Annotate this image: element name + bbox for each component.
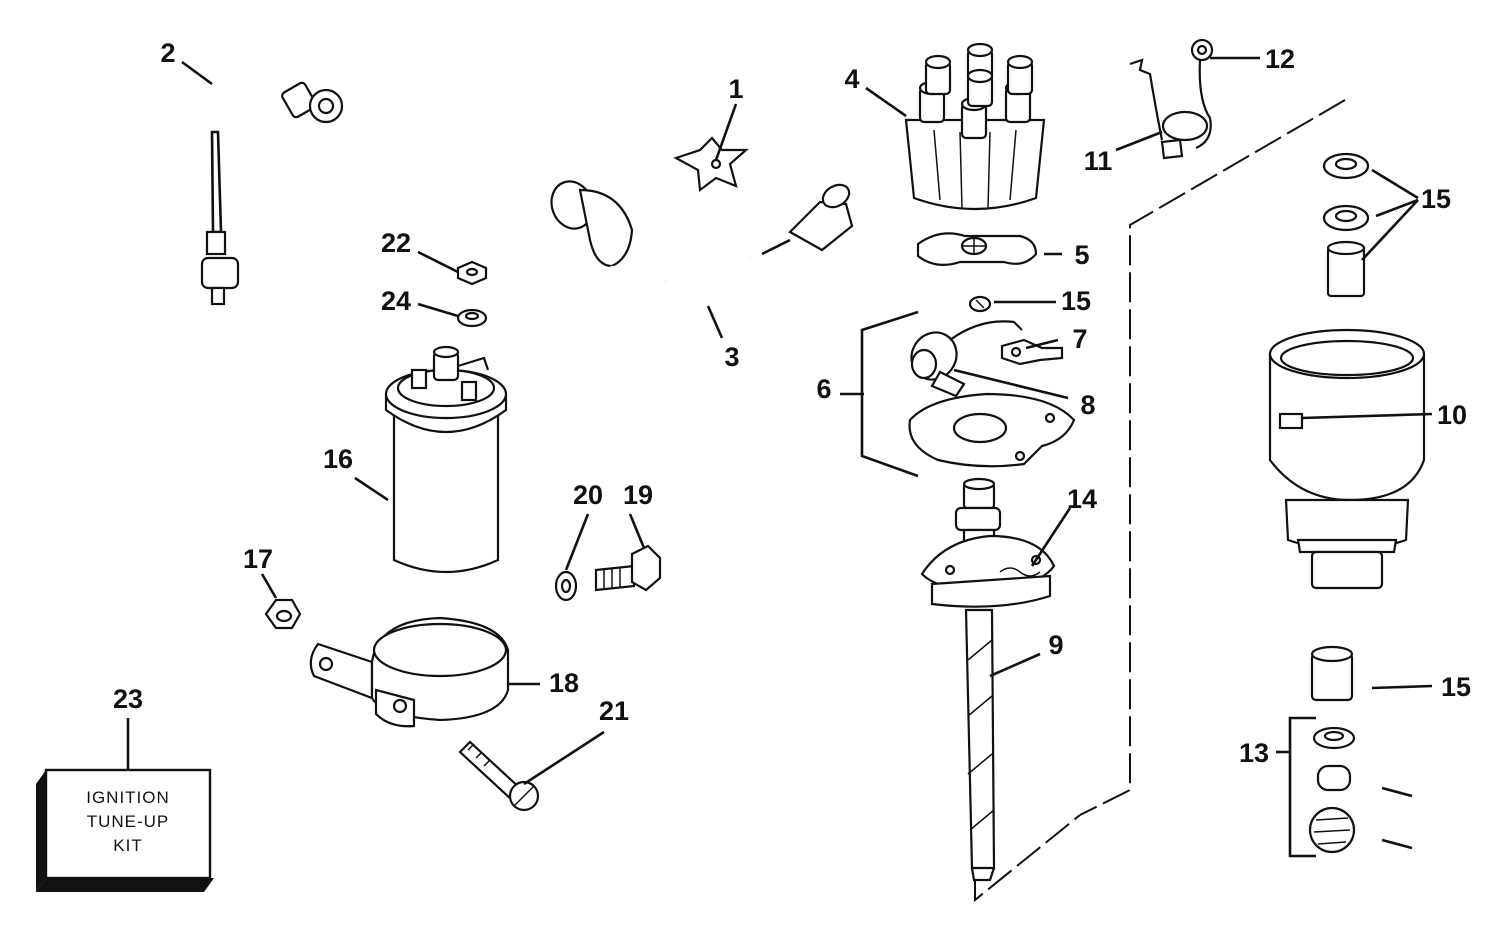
part-18-coil-bracket	[309, 616, 510, 728]
kit-label-line2: TUNE-UP	[87, 812, 170, 831]
part-5-rotor	[916, 232, 1038, 267]
part-3-spark-plug-wire	[550, 180, 854, 311]
part-16-ignition-coil	[384, 345, 508, 574]
part-10-distributor-housing	[1268, 328, 1426, 590]
part-23-tune-up-kit-box: IGNITION TUNE-UP KIT	[36, 768, 214, 892]
callout-9: 9	[1048, 630, 1063, 660]
part-9-14-distributor-shaft	[920, 477, 1056, 882]
shaft-dash-line	[974, 814, 1081, 903]
callout-1: 1	[728, 74, 743, 104]
callout-17: 17	[243, 544, 273, 574]
callout-15-rotor: 15	[1061, 286, 1091, 316]
part-8-condenser	[910, 320, 1023, 398]
part-24-lock-washer	[456, 308, 488, 328]
callout-16: 16	[323, 444, 353, 474]
leader-lines	[126, 56, 1433, 786]
part-6-bracket	[860, 310, 919, 478]
callout-24: 24	[381, 286, 411, 316]
callout-15-lower: 15	[1441, 672, 1471, 702]
callout-14: 14	[1067, 484, 1097, 514]
callout-2: 2	[160, 38, 175, 68]
callout-22: 22	[381, 228, 411, 258]
part-1-spring-clip	[673, 136, 749, 193]
kit-label-line3: KIT	[113, 836, 142, 855]
callout-7: 7	[1072, 324, 1087, 354]
part-15-clip	[968, 295, 992, 313]
part-13-gear-kit	[1288, 716, 1413, 858]
part-20-washer	[554, 570, 578, 602]
part-17-nut	[264, 598, 302, 630]
part-2-coil-lead	[200, 67, 344, 306]
callout-18: 18	[549, 668, 579, 698]
callout-8: 8	[1080, 390, 1095, 420]
callout-4: 4	[844, 64, 859, 94]
part-22-nut	[456, 260, 488, 286]
part-15-spacer-lower	[1310, 645, 1354, 702]
callout-6: 6	[816, 374, 831, 404]
callout-21: 21	[599, 696, 629, 726]
callout-19: 19	[623, 480, 653, 510]
part-21-screw	[458, 740, 540, 812]
part-7-breaker-points	[1000, 338, 1064, 366]
part-19-bolt	[594, 544, 662, 592]
assembly-dash-line	[1079, 99, 1346, 816]
callout-11: 11	[1084, 146, 1113, 176]
callout-15-top: 15	[1421, 184, 1451, 214]
breaker-plate	[908, 392, 1076, 468]
kit-label-line1: IGNITION	[86, 788, 170, 807]
part-4-distributor-cap	[904, 42, 1046, 211]
callout-5: 5	[1074, 240, 1089, 270]
part-11-12-ground-lead	[1129, 38, 1214, 160]
callout-3: 3	[724, 342, 739, 372]
callout-13: 13	[1239, 738, 1269, 768]
callout-23: 23	[113, 684, 143, 714]
callout-10: 10	[1437, 400, 1467, 430]
callout-12: 12	[1265, 44, 1295, 74]
part-15-spacers-top	[1322, 152, 1370, 298]
callout-20: 20	[573, 480, 603, 510]
